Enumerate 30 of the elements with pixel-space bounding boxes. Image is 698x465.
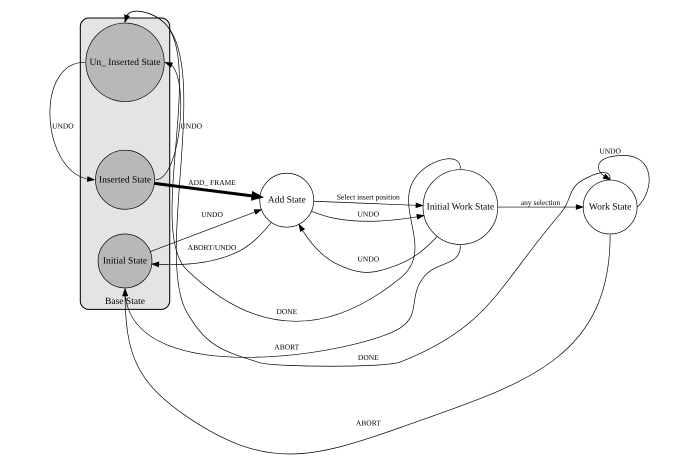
arrow — [154, 182, 264, 201]
node-circle: Initial State — [97, 234, 152, 288]
arrow — [124, 10, 460, 322]
arrow — [124, 10, 610, 367]
edge-label: ABORT/UNDO — [187, 242, 236, 252]
edge-label: ABORT — [274, 342, 299, 352]
edge-label: DONE — [357, 352, 378, 362]
arrow — [312, 200, 424, 208]
arrow — [310, 210, 424, 222]
node-circle: Work State — [582, 180, 637, 234]
edge-label: DONE — [276, 307, 297, 316]
edge-label: ADD_ FRAME — [188, 178, 236, 188]
node-circle: Add State — [258, 172, 314, 228]
arrow — [497, 204, 584, 210]
edge-label: UNDO — [200, 210, 222, 220]
arrow — [49, 62, 95, 182]
edge-label: Select insert position — [336, 192, 400, 202]
edge-label: UNDO — [598, 146, 620, 156]
edge-label: ABORT — [355, 418, 380, 428]
edge-label: any selection — [520, 198, 560, 207]
node-circle: Un_ Inserted State — [84, 22, 164, 102]
arrow — [150, 222, 272, 268]
arrow — [154, 62, 181, 180]
edge-label: UNDO — [357, 254, 379, 264]
arrow — [298, 224, 438, 273]
arrow — [150, 209, 262, 252]
edge-label: UNDO — [357, 209, 379, 218]
node-circle: Initial Work State — [422, 169, 498, 245]
edge-label: UNDO — [52, 121, 74, 130]
node-circle: Inserted State — [94, 150, 154, 210]
